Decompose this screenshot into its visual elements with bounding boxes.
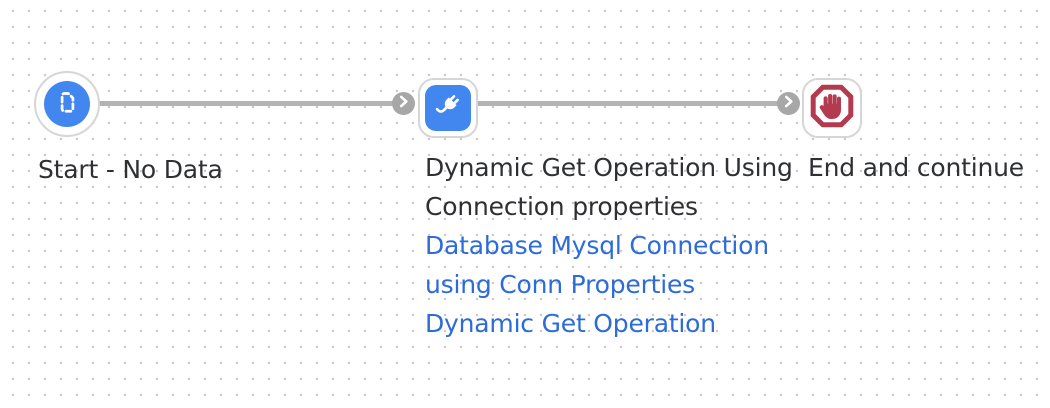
start-node-disc [44, 81, 90, 127]
node-step-title-line-1: Dynamic Get Operation Using [425, 153, 793, 182]
plug-icon [433, 91, 463, 125]
node-step-labels: Dynamic Get Operation Using Connection p… [425, 148, 793, 343]
node-start-label: Start - No Data [38, 155, 223, 184]
connector-line-start-step [98, 101, 398, 106]
stop-hand-icon [808, 82, 856, 134]
node-end[interactable] [802, 78, 862, 138]
connector-line-step-end [476, 101, 781, 106]
step-node-chip [425, 85, 471, 131]
chevron-right-icon [777, 90, 800, 117]
chevron-right-icon [392, 90, 415, 117]
link-connection-line-2[interactable]: using Conn Properties [425, 270, 696, 299]
node-step-title-line-2: Connection properties [425, 192, 698, 221]
node-step[interactable] [418, 78, 478, 138]
connector-arrow-step-end[interactable] [777, 92, 800, 115]
connector-arrow-start-step[interactable] [392, 92, 415, 115]
node-start[interactable] [34, 71, 100, 137]
document-dashed-icon [54, 89, 81, 120]
node-end-label: End and continue [808, 153, 1024, 182]
link-operation[interactable]: Dynamic Get Operation [425, 309, 716, 338]
link-connection-line-1[interactable]: Database Mysql Connection [425, 231, 769, 260]
